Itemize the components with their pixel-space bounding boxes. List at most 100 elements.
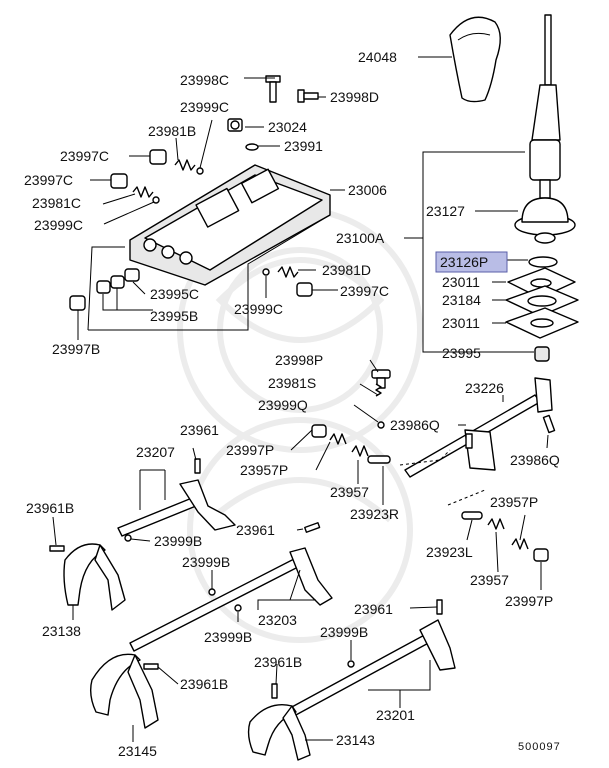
cover-housing-23006[interactable]: [129, 164, 331, 286]
shift-lever[interactable]: [529, 14, 561, 199]
pin-23961b-c[interactable]: [271, 683, 278, 699]
spring-23981s[interactable]: [375, 383, 382, 397]
plate-23011-b[interactable]: [505, 307, 579, 339]
pin-23986q-b[interactable]: [542, 414, 556, 434]
bushing-23995b[interactable]: [96, 275, 125, 294]
ball-23999q[interactable]: [377, 421, 385, 429]
shift-lug-23201[interactable]: [419, 619, 456, 671]
pin-23986q-a[interactable]: [465, 433, 473, 449]
label-23006: 23006: [348, 182, 387, 198]
plunger-23923r[interactable]: [367, 455, 391, 464]
label-23201: 23201: [376, 707, 415, 723]
label-23999b-a: 23999B: [154, 533, 202, 549]
spring-23957-a[interactable]: [351, 445, 369, 457]
label-23999c-b: 23999C: [34, 217, 83, 233]
ball-23999b-a[interactable]: [124, 534, 132, 542]
label-23226: 23226: [465, 380, 504, 396]
label-23997c-b: 23997C: [24, 172, 73, 188]
label-23961-a: 23961: [180, 422, 219, 438]
shift-lug-23207[interactable]: [179, 479, 236, 531]
label-23961-b: 23961: [236, 522, 275, 538]
pin-23991[interactable]: [245, 143, 259, 151]
bushing-23995[interactable]: [534, 346, 550, 362]
lever-boot-assembly[interactable]: [514, 197, 576, 244]
label-23986q-a: 23986Q: [390, 417, 440, 433]
label-23957p-b: 23957P: [490, 494, 538, 510]
pin-23961b-a[interactable]: [49, 545, 65, 552]
bushing-23997b[interactable]: [69, 295, 86, 311]
ball-23999c-c[interactable]: [262, 268, 270, 276]
gasket-23184[interactable]: [505, 285, 579, 317]
bolt-23998d[interactable]: [297, 89, 319, 103]
plug-23997c-b[interactable]: [110, 173, 128, 189]
label-23981c: 23981C: [32, 195, 81, 211]
spring-23981c[interactable]: [132, 186, 154, 198]
ball-23999b-d[interactable]: [347, 660, 355, 668]
highlight-23126p: [435, 251, 508, 273]
label-23961b-b: 23961B: [254, 654, 302, 670]
label-23997c-a: 23997C: [60, 148, 109, 164]
spring-23957-b[interactable]: [487, 518, 505, 530]
bolt-23998c[interactable]: [265, 75, 281, 103]
ball-23999b-b[interactable]: [208, 588, 216, 596]
spring-23981b[interactable]: [174, 159, 196, 171]
fork-23145[interactable]: [89, 653, 159, 729]
label-23126p[interactable]: 23126P: [440, 254, 488, 270]
shift-rail-23201[interactable]: [289, 631, 435, 717]
fork-23143[interactable]: [247, 704, 311, 761]
label-23011-b: 23011: [442, 315, 480, 331]
spring-23981d[interactable]: [277, 266, 299, 278]
label-23961-c: 23961: [354, 601, 393, 617]
label-23143: 23143: [336, 732, 375, 748]
label-23957-b: 23957: [470, 572, 509, 588]
ball-23999b-c[interactable]: [234, 604, 242, 612]
plug-23997c-a[interactable]: [149, 149, 167, 165]
label-23997p-a: 23997P: [226, 442, 274, 458]
label-23999b-d: 23999B: [320, 624, 368, 640]
pin-23961-a[interactable]: [194, 458, 201, 474]
label-23999q: 23999Q: [258, 397, 308, 413]
label-23995c: 23995C: [150, 286, 199, 302]
label-23995b: 23995B: [150, 308, 198, 324]
washer-23126p[interactable]: [528, 256, 558, 268]
switch-23024[interactable]: [227, 118, 243, 132]
plug-23997c-c[interactable]: [296, 282, 313, 297]
plunger-23923l[interactable]: [461, 511, 483, 520]
pin-23961b-b[interactable]: [143, 663, 159, 670]
shift-rail-23207[interactable]: [117, 497, 197, 537]
pin-23961-c[interactable]: [436, 599, 443, 615]
fork-23138[interactable]: [63, 543, 126, 611]
label-23981d: 23981D: [322, 262, 371, 278]
label-23138: 23138: [42, 623, 81, 639]
plug-23997p-a[interactable]: [311, 424, 327, 438]
label-23024: 23024: [268, 119, 307, 135]
label-23184: 23184: [442, 292, 481, 308]
label-23998c: 23998C: [180, 72, 229, 88]
label-23127: 23127: [426, 203, 465, 219]
shift-knob[interactable]: [449, 16, 501, 103]
label-23100a: 23100A: [336, 230, 385, 246]
label-23999c-a: 23999C: [180, 99, 229, 115]
label-23997p-b: 23997P: [505, 593, 553, 609]
label-23997b: 23997B: [52, 341, 100, 357]
label-23986q-b: 23986Q: [510, 452, 560, 468]
bolt-23998p[interactable]: [371, 369, 391, 389]
label-23961b-a: 23961B: [26, 500, 74, 516]
label-23957p-a: 23957P: [240, 462, 288, 478]
ball-23999c-a[interactable]: [196, 167, 204, 175]
label-23999c-c: 23999C: [234, 301, 283, 317]
shift-lug-23203[interactable]: [289, 547, 333, 606]
label-23203: 23203: [258, 612, 297, 628]
label-23998d: 23998D: [330, 89, 379, 105]
plug-23997p-b[interactable]: [533, 548, 549, 562]
spring-23957p-a[interactable]: [329, 433, 347, 445]
ball-23999c-b[interactable]: [152, 196, 160, 204]
label-23145: 23145: [118, 743, 157, 759]
label-23011-a: 23011: [442, 274, 480, 290]
label-23999b-c: 23999B: [204, 629, 252, 645]
spring-23957p-b[interactable]: [511, 538, 529, 550]
label-23981s: 23981S: [268, 375, 316, 391]
bushing-23995c[interactable]: [124, 268, 140, 282]
pin-23961-b[interactable]: [304, 522, 321, 533]
